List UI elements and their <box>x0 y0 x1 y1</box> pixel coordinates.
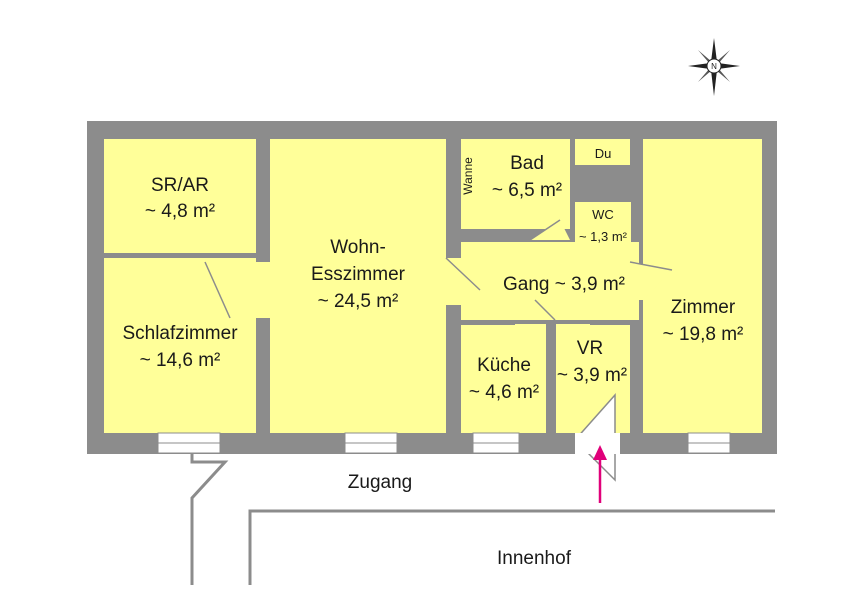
wall-sr-schlaf <box>104 253 184 258</box>
room-gang <box>461 242 639 320</box>
label-bad-name: Bad <box>510 153 544 174</box>
label-zugang: Zugang <box>348 472 412 493</box>
label-du: Du <box>595 146 612 161</box>
door-gang-zimmer <box>630 262 672 300</box>
wall-vr-gang <box>590 320 640 325</box>
label-zimmer-area: ~ 19,8 m² <box>663 324 744 345</box>
label-wohn-name1: Wohn- <box>330 237 386 258</box>
outside-access-lines <box>190 454 775 585</box>
room-vr <box>556 324 630 433</box>
label-vr-area: ~ 3,9 m² <box>557 365 627 386</box>
label-wc-name: WC <box>592 207 614 222</box>
label-wohn-area: ~ 24,5 m² <box>318 291 399 312</box>
wall-bad-gang <box>461 229 526 239</box>
wall-kueche-vr <box>546 320 556 433</box>
compass-icon: N <box>688 38 740 96</box>
entrance-arrow-icon <box>593 445 607 503</box>
wall-du-wc <box>570 192 640 198</box>
label-wc-area: ~ 1,3 m² <box>579 229 628 244</box>
label-vr-name: VR <box>577 338 603 359</box>
room-bad <box>461 139 570 229</box>
room-zimmer <box>643 139 762 433</box>
label-wohn-name2: Esszimmer <box>311 264 406 285</box>
label-wanne: Wanne <box>461 157 475 195</box>
door-wohn-gang <box>446 258 461 305</box>
door-schlaf-wohn <box>205 262 270 318</box>
label-sr-ar-area: ~ 4,8 m² <box>145 201 215 222</box>
room-wohn-esszimmer <box>270 139 446 433</box>
label-kueche-area: ~ 4,6 m² <box>469 382 539 403</box>
label-kueche-name: Küche <box>477 355 531 376</box>
label-schlaf-name: Schlafzimmer <box>122 323 238 344</box>
label-sr-ar-name: SR/AR <box>151 175 209 196</box>
room-sr-ar <box>104 139 256 253</box>
label-bad-area: ~ 6,5 m² <box>492 180 562 201</box>
door-gang-wc <box>530 220 570 240</box>
compass-north-label: N <box>711 62 717 71</box>
wall-bad-wc <box>570 165 640 171</box>
label-gang: Gang ~ 3,9 m² <box>503 274 625 295</box>
label-innenhof: Innenhof <box>497 548 572 569</box>
label-zimmer-name: Zimmer <box>671 297 736 318</box>
room-du <box>575 139 630 165</box>
entrance-gap <box>575 433 620 454</box>
wall-gang-kueche <box>455 320 515 325</box>
room-kueche <box>461 324 546 433</box>
label-schlaf-area: ~ 14,6 m² <box>140 350 221 371</box>
